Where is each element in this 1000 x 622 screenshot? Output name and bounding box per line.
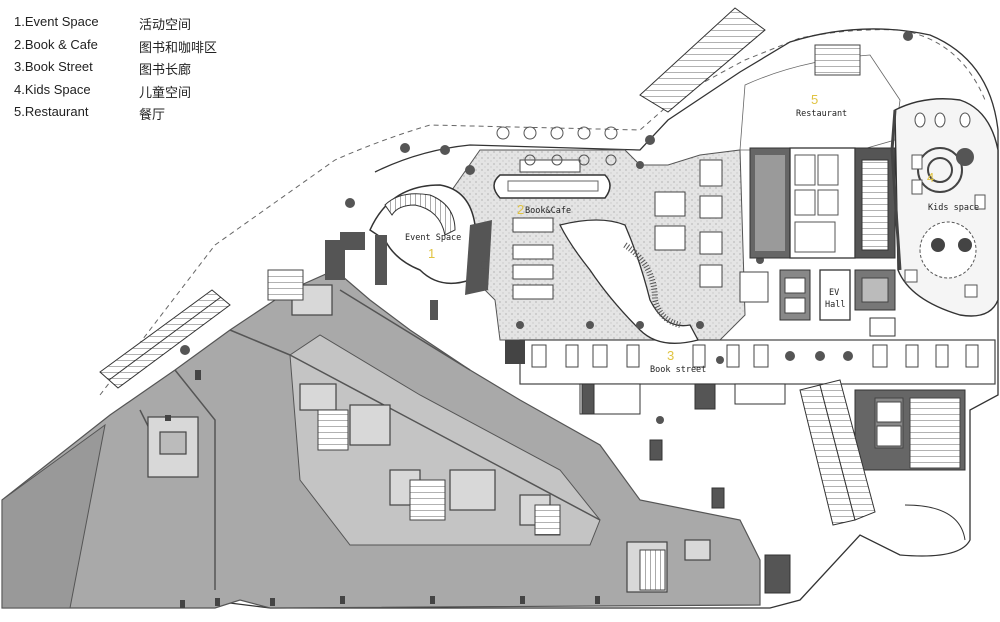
- central-core: [749, 147, 896, 321]
- legend-item-en: 1.Event Space: [14, 14, 99, 29]
- event-space-seating: [384, 193, 456, 236]
- event-space-number: 1: [428, 246, 435, 261]
- book-street-shelves: [531, 344, 979, 368]
- kids-space-wall: [890, 109, 902, 271]
- legend-item: 4.Kids Space 儿童空间: [14, 82, 244, 105]
- book-cafe-number: 2: [517, 202, 524, 217]
- legend-item: 5.Restaurant 餐厅: [14, 104, 244, 127]
- kids-space-spiral-center: [956, 148, 974, 166]
- cafe-outdoor-tables: [496, 126, 618, 166]
- restaurant-label: Restaurant: [796, 109, 847, 119]
- book-cafe-label: Book&Cafe: [525, 206, 571, 216]
- legend-item-cn: 活动空间: [139, 18, 192, 33]
- book-street-columns: [785, 351, 853, 361]
- escalators-east: [799, 379, 876, 526]
- ev-hall-label-2: Hall: [825, 300, 845, 310]
- kids-space-play: [919, 221, 977, 279]
- legend-item-en: 4.Kids Space: [14, 81, 91, 97]
- east-curve-wall: [904, 504, 966, 541]
- building-outline: [164, 28, 999, 609]
- legend-item-cn: 儿童空间: [139, 85, 192, 101]
- book-street-label: Book street: [650, 365, 706, 375]
- kids-space-label: Kids space: [928, 203, 979, 213]
- book-street-number: 3: [667, 348, 674, 363]
- legend-item: 3.Book Street 图书长廊: [14, 59, 244, 82]
- central-ramp: [559, 219, 699, 344]
- kids-space-pod-1: [931, 238, 945, 252]
- kids-space-pod-2: [958, 238, 972, 252]
- west-wedge: [1, 423, 106, 609]
- restaurant-kitchen-stair: [814, 44, 861, 76]
- cafe-display: [519, 159, 581, 173]
- event-space-label: Event Space: [405, 233, 461, 243]
- legend-item-cn: 图书和咖啡区: [139, 40, 218, 56]
- event-space-walls: [325, 232, 438, 320]
- restaurant-number: 5: [811, 92, 818, 107]
- stair-north: [639, 7, 766, 113]
- kids-space-number: 4: [927, 170, 934, 185]
- legend-item-en: 2.Book & Cafe: [14, 36, 98, 52]
- legend-item-en: 5.Restaurant: [14, 104, 89, 119]
- ev-hall-label-1: EV: [829, 288, 839, 298]
- kids-space-spiral: [917, 147, 964, 193]
- legend-item: 1.Event Space 活动空间: [14, 14, 244, 37]
- east-core: [854, 389, 966, 471]
- legend-item-en: 3.Book Street: [14, 59, 93, 74]
- event-space-stage: [465, 220, 492, 295]
- book-street-wall: [505, 340, 525, 364]
- legend-item-cn: 图书长廊: [139, 63, 192, 78]
- reading-tables: [512, 217, 554, 300]
- legend-item-cn: 餐厅: [139, 108, 166, 123]
- legend-item: 2.Book & Cafe 图书和咖啡区: [14, 37, 244, 60]
- misc-walls: [579, 317, 896, 594]
- stairwells-west: [267, 269, 666, 591]
- escalators-northwest: [99, 289, 231, 389]
- cafe-counter-inner: [507, 180, 599, 192]
- kids-space-furniture: [904, 112, 986, 298]
- spiral-stair: [623, 242, 681, 328]
- columns-west: [165, 370, 600, 608]
- lounge-seating: [654, 159, 769, 303]
- legend: 1.Event Space 活动空间 2.Book & Cafe 图书和咖啡区 …: [14, 14, 244, 127]
